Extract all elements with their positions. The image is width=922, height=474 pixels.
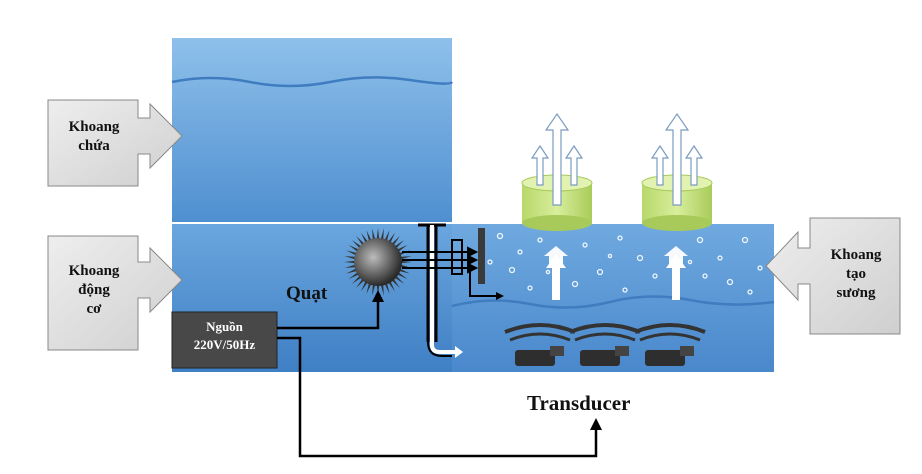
label-fan: Quạt bbox=[286, 283, 328, 304]
fan-blade bbox=[356, 278, 365, 288]
label-storage-line2: chứa bbox=[78, 137, 110, 154]
fan-blade bbox=[352, 275, 362, 284]
mist-output-arrows-left bbox=[530, 112, 584, 206]
fan-blade bbox=[380, 228, 384, 241]
fan-blade bbox=[400, 260, 412, 264]
fan-blade bbox=[399, 256, 412, 260]
fan-blade bbox=[346, 250, 358, 256]
fan-blade bbox=[372, 228, 376, 241]
fan-blade bbox=[376, 228, 380, 240]
label-transducer: Transducer bbox=[527, 391, 631, 415]
callout-mist bbox=[765, 217, 901, 335]
fan-blade bbox=[344, 256, 357, 260]
label-motor-line2: động bbox=[78, 281, 110, 298]
fan-blade bbox=[387, 232, 395, 244]
label-power-supply: Nguồn 220V/50Hz bbox=[172, 318, 277, 353]
fan-blade bbox=[356, 236, 365, 246]
transducer-1 bbox=[504, 323, 576, 366]
fan-blade bbox=[387, 280, 395, 292]
storage-water-surface bbox=[171, 76, 454, 88]
mist-rise-arrows-right bbox=[664, 246, 688, 300]
wire-psu-fan bbox=[277, 300, 380, 330]
label-storage-line1: Khoang bbox=[68, 119, 120, 135]
fan-blade bbox=[396, 245, 408, 253]
fan-blade bbox=[366, 282, 372, 294]
fan-blade bbox=[384, 230, 390, 242]
transducer-2 bbox=[569, 323, 641, 366]
fan-blades bbox=[344, 228, 412, 296]
fan-blade bbox=[391, 236, 400, 246]
label-mist-line2: tạo bbox=[846, 265, 866, 282]
fan-blade bbox=[384, 282, 390, 294]
fan-blade bbox=[394, 275, 404, 284]
label-mist-chamber: Khoang tạo sương bbox=[806, 246, 906, 302]
air-duct bbox=[418, 223, 463, 358]
label-motor-line3: cơ bbox=[86, 300, 102, 317]
fan bbox=[344, 228, 412, 296]
fan-blade bbox=[344, 264, 357, 268]
fan-blade bbox=[372, 283, 376, 296]
filter-screen bbox=[451, 239, 463, 275]
power-supply-box bbox=[171, 311, 278, 369]
label-storage-chamber: Khoang chứa bbox=[44, 118, 144, 156]
label-mist-line3: sương bbox=[836, 284, 876, 301]
fan-blade bbox=[348, 245, 360, 253]
mist-chamber bbox=[452, 224, 774, 372]
label-mist-line1: Khoang bbox=[830, 247, 882, 263]
fan-blade bbox=[398, 268, 410, 274]
mist-output-arrows-right bbox=[650, 112, 704, 206]
mist-water-surface bbox=[451, 295, 775, 309]
fan-blade bbox=[348, 271, 360, 279]
mist-rise-arrows-left bbox=[544, 246, 568, 300]
callout-motor bbox=[47, 235, 183, 351]
fan-blade bbox=[380, 283, 384, 296]
fan-blade bbox=[344, 260, 356, 264]
transducer-3 bbox=[634, 323, 706, 366]
wire-psu-transducer bbox=[277, 336, 598, 458]
fan-blade bbox=[396, 271, 408, 279]
storage-tank bbox=[172, 38, 452, 222]
baffle-plate bbox=[478, 228, 485, 284]
fan-blade bbox=[352, 240, 362, 249]
fan-blade bbox=[361, 232, 369, 244]
callout-storage bbox=[47, 99, 183, 187]
label-motor-chamber: Khoang động cơ bbox=[44, 262, 144, 318]
airflow-to-water bbox=[469, 270, 498, 297]
label-psu-line2: 220V/50Hz bbox=[193, 336, 256, 352]
fan-blade bbox=[394, 240, 404, 249]
fan-blade bbox=[346, 268, 358, 274]
fan-blade bbox=[391, 278, 400, 288]
fan-blade bbox=[366, 230, 372, 242]
fan-blade bbox=[361, 280, 369, 292]
airflow-arrows bbox=[402, 246, 479, 274]
label-motor-line1: Khoang bbox=[68, 263, 120, 279]
label-psu-line1: Nguồn bbox=[206, 319, 243, 334]
